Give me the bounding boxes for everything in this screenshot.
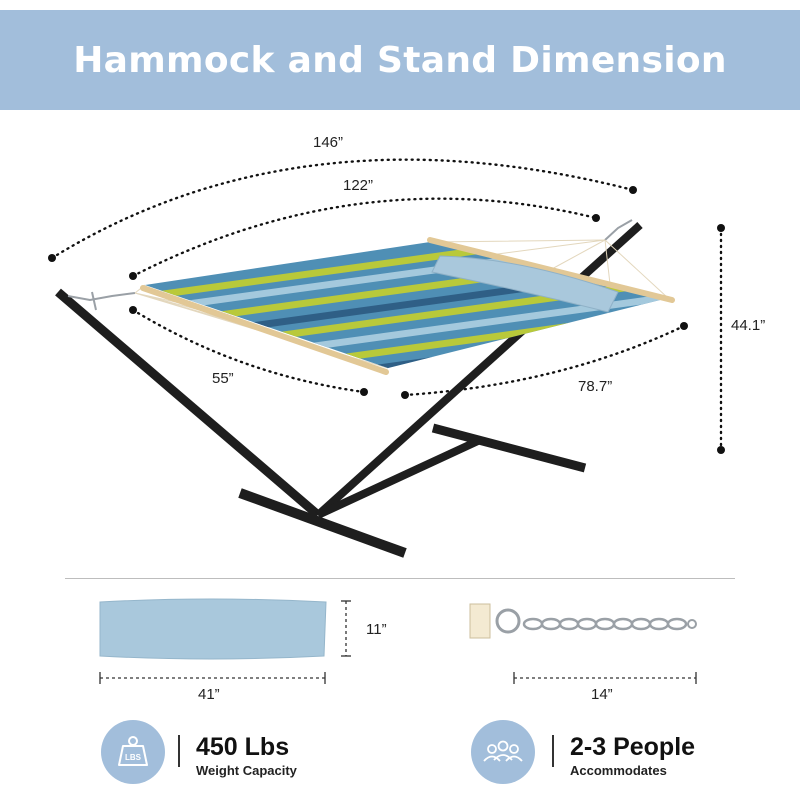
weight-label: Weight Capacity [196,763,297,778]
chain-right [604,219,633,241]
people-value: 2-3 People [570,733,696,761]
weight-divider [178,735,180,767]
dim-bed-width: 55” [212,370,234,387]
hammock-strings [134,239,669,369]
arc-stand-width [403,324,686,397]
arc-bed-length [131,197,598,278]
dimension-endpoints [48,186,725,454]
chain-accessory [469,603,697,639]
dim-bed-length: 122” [343,177,374,194]
arc-bed-width [131,308,366,394]
dim-pillow-length: 41” [198,686,220,703]
accessory-dim-lines [99,600,697,684]
arc-overall-length [50,158,635,260]
people-badge [471,720,535,784]
hammock-stand [55,222,643,558]
dim-height: 44.1” [731,317,766,334]
dim-stand-width: 78.7” [578,378,613,395]
pillow-accessory [99,598,327,660]
dim-pillow-height: 11” [366,621,387,638]
weight-badge: LBS [101,720,165,784]
page-title: Hammock and Stand Dimension [73,39,727,81]
people-label: Accommodates [570,763,667,778]
dimension-arcs [50,158,723,452]
weight-icon: LBS [118,736,148,766]
header-banner: Hammock and Stand Dimension [0,10,800,110]
spreader-bars [140,237,675,375]
weight-value: 450 Lbs [196,733,290,761]
people-divider [552,735,554,767]
weight-icon-text: LBS [125,753,142,762]
dim-chain-length: 14” [591,686,613,703]
section-divider [65,578,735,579]
chain-left [67,291,136,311]
dim-overall-length: 146” [313,134,344,151]
hammock-pillow [431,255,619,313]
people-icon [483,740,523,762]
